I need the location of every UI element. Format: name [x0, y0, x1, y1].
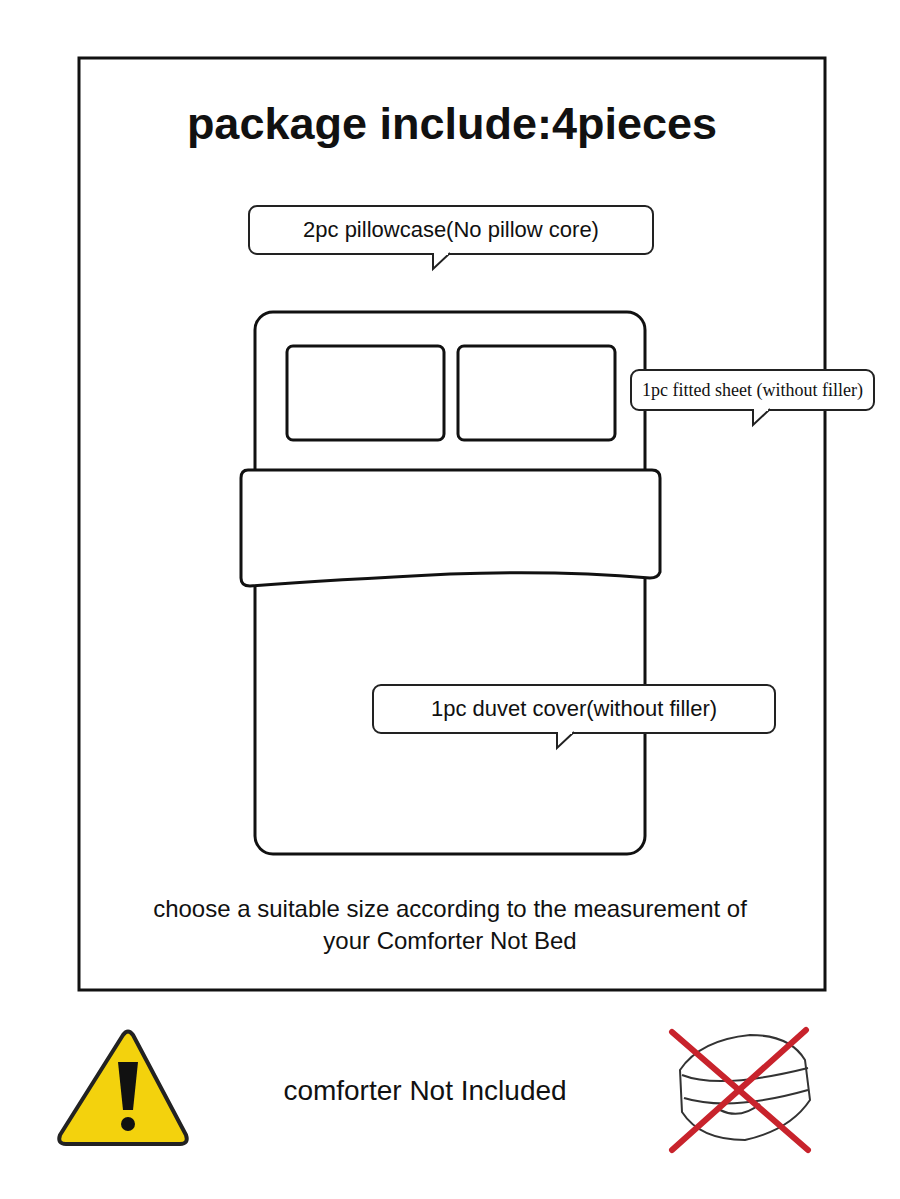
bubble-tail [432, 253, 456, 273]
callout-text: 1pc duvet cover(without filler) [374, 686, 774, 732]
cross-mark [672, 1030, 808, 1150]
callout-bubble: 1pc duvet cover(without filler) [372, 684, 776, 734]
bubble-tail [752, 409, 776, 429]
warning-text: comforter Not Included [220, 1072, 630, 1110]
callout-bubble: 2pc pillowcase(No pillow core) [248, 205, 654, 255]
title: package include:4pieces [80, 98, 824, 150]
callout-bubble: 1pc fitted sheet (without filler) [630, 369, 875, 411]
frame [79, 58, 825, 990]
warning-icon [59, 1032, 187, 1145]
callout-text: 1pc fitted sheet (without filler) [632, 371, 873, 409]
callout-text: 2pc pillowcase(No pillow core) [250, 207, 652, 253]
bubble-tail [556, 732, 580, 752]
note-text: choose a suitable size according to the … [150, 893, 750, 958]
bed-drawing [241, 312, 660, 854]
